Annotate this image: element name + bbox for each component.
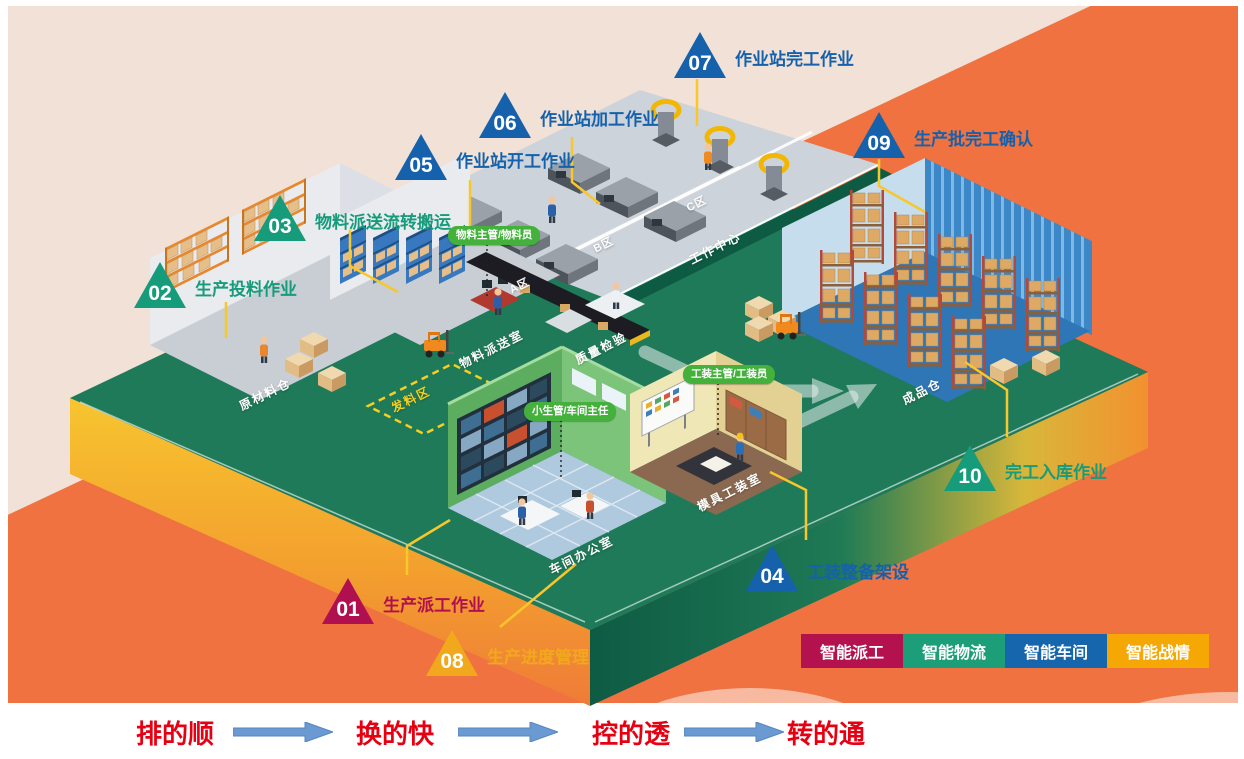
marker-10-number: 10 — [958, 465, 982, 488]
legend-smart-intelligence: 智能战情 — [1107, 634, 1209, 668]
legend-smart-workshop: 智能车间 — [1005, 634, 1107, 668]
legend: 智能派工 智能物流 智能车间 智能战情 — [801, 634, 1209, 668]
marker-06-triangle: 06 — [479, 92, 531, 138]
marker-02-triangle: 02 — [134, 262, 186, 308]
marker-08: 08 生产进度管理 — [426, 630, 589, 676]
legend-smart-dispatch: 智能派工 — [801, 634, 903, 668]
marker-03: 03 物料派送流转搬运 — [254, 195, 451, 241]
flow-step-4: 转的通 — [787, 719, 866, 749]
legend-smart-logistics: 智能物流 — [903, 634, 1005, 668]
finished-goods-warehouse — [745, 157, 1092, 402]
marker-05-label: 作业站开工作业 — [456, 152, 575, 171]
role-tag-dotted-lines — [486, 244, 719, 478]
flow-step-1: 排的顺 — [136, 719, 215, 749]
marker-09-label: 生产批完工确认 — [914, 130, 1033, 149]
flow-arrow-icon — [232, 721, 335, 747]
marker-06-label: 作业站加工作业 — [540, 110, 659, 129]
material-dispatch-room — [330, 152, 560, 345]
marker-04-number: 04 — [760, 565, 784, 588]
marker-09-number: 09 — [867, 132, 891, 155]
marker-02-number: 02 — [148, 282, 172, 305]
marker-03-label: 物料派送流转搬运 — [315, 213, 451, 232]
marker-10-label: 完工入库作业 — [1005, 463, 1107, 482]
marker-01-label: 生产派工作业 — [383, 596, 485, 615]
flow-step-3: 控的透 — [592, 719, 671, 749]
marker-04-triangle: 04 — [746, 545, 798, 591]
marker-07: 07 作业站完工作业 — [674, 32, 854, 78]
role-tag-planner-workshop-director: 小生管/车间主任 — [524, 402, 617, 421]
marker-04-label: 工装整备架设 — [807, 563, 909, 582]
marker-01-number: 01 — [336, 598, 360, 621]
marker-06-number: 06 — [493, 112, 517, 135]
conveyor-belt — [466, 252, 650, 346]
marker-07-triangle: 07 — [674, 32, 726, 78]
role-tag-material-supervisor: 物料主管/物料员 — [448, 226, 541, 245]
marker-03-number: 03 — [268, 215, 292, 238]
marker-02: 02 生产投料作业 — [134, 262, 297, 308]
marker-09-triangle: 09 — [853, 112, 905, 158]
marker-01: 01 生产派工作业 — [322, 578, 485, 624]
flow-step-2: 换的快 — [356, 719, 435, 749]
marker-03-triangle: 03 — [254, 195, 306, 241]
role-tag-tooling-supervisor: 工装主管/工装员 — [683, 365, 776, 384]
machining-area — [390, 90, 892, 309]
flow-arrow-icon — [457, 721, 560, 747]
marker-08-label: 生产进度管理 — [487, 648, 589, 667]
flow-arrow-icon — [683, 721, 786, 747]
marker-08-number: 08 — [440, 650, 464, 673]
marker-07-number: 07 — [688, 52, 712, 75]
marker-10: 10 完工入库作业 — [944, 445, 1107, 491]
marker-04: 04 工装整备架设 — [746, 545, 909, 591]
marker-05-number: 05 — [409, 154, 433, 177]
marker-07-label: 作业站完工作业 — [735, 50, 854, 69]
marker-08-triangle: 08 — [426, 630, 478, 676]
marker-05: 05 作业站开工作业 — [395, 134, 575, 180]
leader-lines — [224, 79, 1009, 628]
marker-02-label: 生产投料作业 — [195, 280, 297, 299]
marker-05-triangle: 05 — [395, 134, 447, 180]
marker-09: 09 生产批完工确认 — [853, 112, 1033, 158]
marker-06: 06 作业站加工作业 — [479, 92, 659, 138]
marker-01-triangle: 01 — [322, 578, 374, 624]
marker-10-triangle: 10 — [944, 445, 996, 491]
quality-inspection-area — [545, 282, 645, 333]
